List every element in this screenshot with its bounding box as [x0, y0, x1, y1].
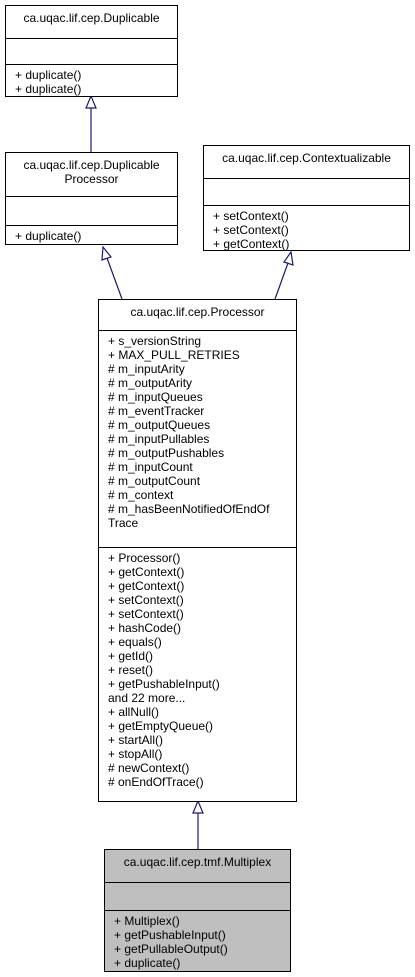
operation: + allNull(): [108, 705, 160, 719]
operation: + setContext(): [108, 593, 184, 607]
class-multiplex[interactable]: ca.uqac.lif.cep.tmf.Multiplex + Multiple…: [104, 849, 291, 972]
operation: + getContext(): [108, 565, 185, 579]
attribute: + MAX_PULL_RETRIES: [108, 348, 240, 362]
operation: + duplicate(): [114, 956, 181, 970]
operation: + Processor(): [108, 551, 181, 565]
attribute: # m_context: [108, 488, 174, 502]
operations-section: + duplicate(): [6, 225, 177, 243]
class-title: ca.uqac.lif.cep.Processor: [130, 305, 265, 319]
operations-section: + Multiplex() + getPushableInput() + get…: [105, 910, 290, 970]
arrowhead-duplicable: [85, 94, 97, 109]
operation: + getPushableInput(): [114, 928, 226, 942]
arrowhead-processor: [192, 799, 204, 814]
attributes-section: [105, 882, 290, 910]
operations-section: + setContext() + setContext() + getConte…: [204, 205, 409, 251]
class-processor[interactable]: ca.uqac.lif.cep.Processor + s_versionStr…: [98, 299, 297, 802]
operation: + startAll(): [108, 733, 164, 747]
operation: + hashCode(): [108, 621, 182, 635]
operation: + equals(): [108, 635, 162, 649]
more-operations: and 22 more...: [108, 691, 186, 705]
attribute: # m_outputQueues: [108, 418, 211, 432]
operation: + stopAll(): [108, 747, 163, 761]
operation: + Multiplex(): [114, 914, 180, 928]
operation: + duplicate(): [15, 229, 82, 243]
operation: + getContext(): [108, 579, 185, 593]
attribute-continued: Trace: [108, 516, 139, 530]
attribute: # m_outputPushables: [108, 446, 225, 460]
attribute: # m_inputArity: [108, 362, 185, 376]
attribute: # m_inputQueues: [108, 390, 203, 404]
operation: + reset(): [108, 663, 154, 677]
attributes-section: [6, 38, 177, 64]
attribute: # m_inputCount: [108, 460, 193, 474]
operation: + setContext(): [213, 209, 289, 223]
operation: + getContext(): [213, 237, 290, 251]
attribute: # m_eventTracker: [108, 404, 205, 418]
operation: # newContext(): [108, 761, 190, 775]
edge-processor-to-contextualizable: [274, 262, 289, 300]
operation: + getId(): [108, 649, 154, 663]
attributes-section: [204, 178, 409, 205]
operation: + getPushableInput(): [108, 677, 220, 691]
operation: + duplicate(): [15, 82, 82, 96]
class-duplicable[interactable]: ca.uqac.lif.cep.Duplicable + duplicate()…: [5, 5, 178, 97]
arrowhead-duplicable-processor: [101, 245, 113, 261]
class-duplicable-processor[interactable]: ca.uqac.lif.cep.Duplicable Processor + d…: [5, 152, 178, 245]
attribute: + s_versionString: [108, 334, 202, 348]
operations-section: + Processor() + getContext() + getContex…: [99, 547, 296, 789]
attribute: # m_outputArity: [108, 376, 193, 390]
class-title: ca.uqac.lif.cep.Duplicable Processor: [23, 158, 160, 186]
attribute: # m_inputPullables: [108, 432, 210, 446]
attributes-section: + s_versionString + MAX_PULL_RETRIES # m…: [99, 330, 296, 547]
class-title: ca.uqac.lif.cep.tmf.Multiplex: [123, 855, 272, 869]
class-contextualizable[interactable]: ca.uqac.lif.cep.Contextualizable + setCo…: [203, 145, 410, 251]
class-title: ca.uqac.lif.cep.Contextualizable: [222, 151, 391, 165]
attribute: # m_hasBeenNotifiedOfEndOf: [108, 502, 270, 516]
operation: + setContext(): [213, 223, 289, 237]
edge-processor-to-duplicable-processor: [106, 257, 123, 300]
operation: + getEmptyQueue(): [108, 719, 214, 733]
operation: # onEndOfTrace(): [108, 775, 204, 789]
attributes-section: [6, 196, 177, 225]
class-title: ca.uqac.lif.cep.Duplicable: [23, 11, 160, 25]
arrowhead-contextualizable: [283, 250, 294, 266]
operation: + duplicate(): [15, 68, 82, 82]
attribute: # m_outputCount: [108, 474, 201, 488]
operation: + getPullableOutput(): [114, 942, 228, 956]
operations-section: + duplicate() + duplicate(): [6, 64, 177, 96]
operation: + setContext(): [108, 607, 184, 621]
